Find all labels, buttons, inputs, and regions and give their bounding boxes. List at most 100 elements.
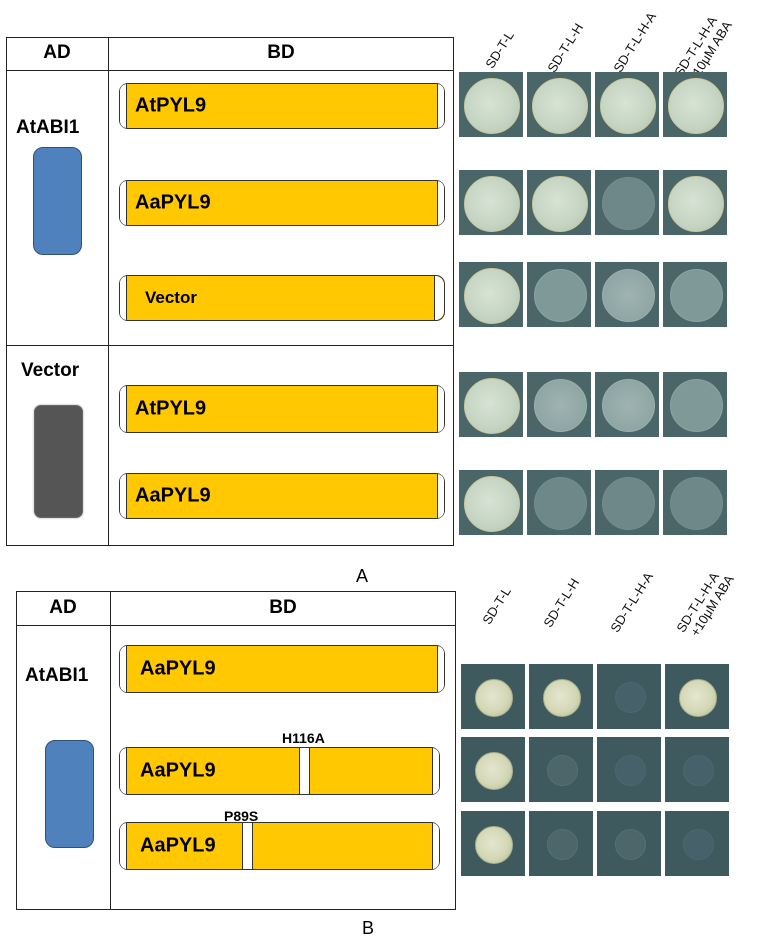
bd-construct-bar: AaPYL9 xyxy=(119,180,445,226)
yeast-spot xyxy=(668,78,724,134)
ad-atabi1-box xyxy=(45,740,94,848)
bd-construct-bar: AaPYL9 xyxy=(119,822,440,870)
yeast-spot xyxy=(464,476,520,532)
ad-label-atabi1: AtABI1 xyxy=(16,117,80,138)
panel-a-letter: A xyxy=(356,566,369,586)
spot-tile xyxy=(597,811,661,876)
yeast-spot xyxy=(670,379,723,432)
spot-tile xyxy=(663,170,727,235)
panel-b-letter: B xyxy=(362,918,375,938)
media-label: SD-T-L-H-A xyxy=(610,9,659,75)
yeast-spot xyxy=(679,679,717,717)
yeast-spot xyxy=(683,755,714,786)
media-label: SD-T-L-H xyxy=(544,20,587,76)
spot-tile xyxy=(663,262,727,327)
yeast-spot xyxy=(615,829,646,860)
yeast-spot xyxy=(464,78,520,134)
spot-tile xyxy=(597,664,661,729)
bd-construct-label: AaPYL9 xyxy=(140,657,216,680)
media-label: SD-T-L-H xyxy=(540,575,583,630)
bd-construct-label: Vector xyxy=(145,288,197,307)
spot-tile xyxy=(527,170,591,235)
yeast-spot xyxy=(532,78,588,134)
spot-tile xyxy=(595,262,659,327)
spot-tile xyxy=(459,372,523,437)
mutation-label: P89S xyxy=(224,808,259,824)
yeast-spot xyxy=(475,679,513,717)
bd-construct-label: AaPYL9 xyxy=(135,484,211,507)
mutation-label: H116A xyxy=(282,730,325,746)
spot-tile xyxy=(459,262,523,327)
spot-tile xyxy=(529,811,593,876)
bd-construct-bar: AtPYL9 xyxy=(119,385,445,433)
yeast-spot xyxy=(602,177,655,230)
spot-tile xyxy=(595,470,659,535)
yeast-spot xyxy=(532,176,588,232)
yeast-spot xyxy=(602,269,655,322)
spot-tile xyxy=(595,170,659,235)
panel-b-table xyxy=(16,591,456,910)
yeast-spot xyxy=(547,829,578,860)
bd-construct-label: AaPYL9 xyxy=(140,759,216,782)
yeast-spot xyxy=(670,269,723,322)
yeast-spot xyxy=(464,176,520,232)
spot-tile xyxy=(595,372,659,437)
spot-tile xyxy=(529,737,593,802)
bd-construct-label: AaPYL9 xyxy=(135,191,211,214)
panel-b-bd-header: BD xyxy=(269,597,297,618)
panel-b-column-divider xyxy=(110,591,111,910)
spot-tile xyxy=(527,262,591,327)
spot-tile xyxy=(597,737,661,802)
spot-tile xyxy=(527,470,591,535)
yeast-spot xyxy=(534,269,587,322)
yeast-spot xyxy=(602,379,655,432)
spot-tile xyxy=(527,372,591,437)
spot-tile xyxy=(665,737,729,802)
panel-b-ad-header: AD xyxy=(49,597,77,618)
spot-tile xyxy=(459,72,523,137)
spot-tile xyxy=(461,664,525,729)
panel-a-header-divider xyxy=(6,70,454,71)
spot-tile xyxy=(595,72,659,137)
yeast-spot xyxy=(683,829,714,860)
ad-atabi1-box xyxy=(33,147,82,255)
bd-construct-bar: AaPYL9 xyxy=(119,473,445,519)
panel-b-header-divider xyxy=(16,625,456,626)
mutation-site xyxy=(299,748,310,794)
media-label: SD-T-L xyxy=(482,28,517,71)
spot-tile xyxy=(527,72,591,137)
yeast-spot xyxy=(534,379,587,432)
bd-construct-bar: AtPYL9 xyxy=(119,83,445,129)
yeast-spot xyxy=(600,78,656,134)
media-label: SD-T-L xyxy=(479,584,514,627)
panel-a-group-divider xyxy=(6,345,454,346)
yeast-spot xyxy=(475,752,513,790)
panel-a-table xyxy=(6,37,454,546)
spot-tile xyxy=(461,737,525,802)
bd-construct-label: AtPYL9 xyxy=(135,94,207,117)
yeast-spot xyxy=(615,755,646,786)
bd-construct-label: AaPYL9 xyxy=(140,834,216,857)
yeast-spot xyxy=(475,826,513,864)
spot-tile xyxy=(663,470,727,535)
spot-tile xyxy=(459,170,523,235)
bd-construct-bar: Vector xyxy=(119,275,445,321)
spot-tile xyxy=(529,664,593,729)
panel-a-ad-header: AD xyxy=(43,42,71,63)
spot-tile xyxy=(665,811,729,876)
panel-a-column-divider xyxy=(108,37,109,546)
yeast-spot xyxy=(543,679,581,717)
yeast-spot xyxy=(547,755,578,786)
spot-tile xyxy=(663,72,727,137)
mutation-site xyxy=(242,823,253,869)
yeast-spot xyxy=(668,176,724,232)
spot-tile xyxy=(461,811,525,876)
bd-construct-bar: AaPYL9 xyxy=(119,747,440,795)
ad-label-atabi1: AtABI1 xyxy=(25,665,89,686)
ad-label-vector: Vector xyxy=(21,360,80,381)
panel-a-bd-header: BD xyxy=(267,42,295,63)
spot-tile xyxy=(663,372,727,437)
yeast-spot xyxy=(602,477,655,530)
yeast-spot xyxy=(670,477,723,530)
bd-construct-bar: AaPYL9 xyxy=(119,645,445,693)
